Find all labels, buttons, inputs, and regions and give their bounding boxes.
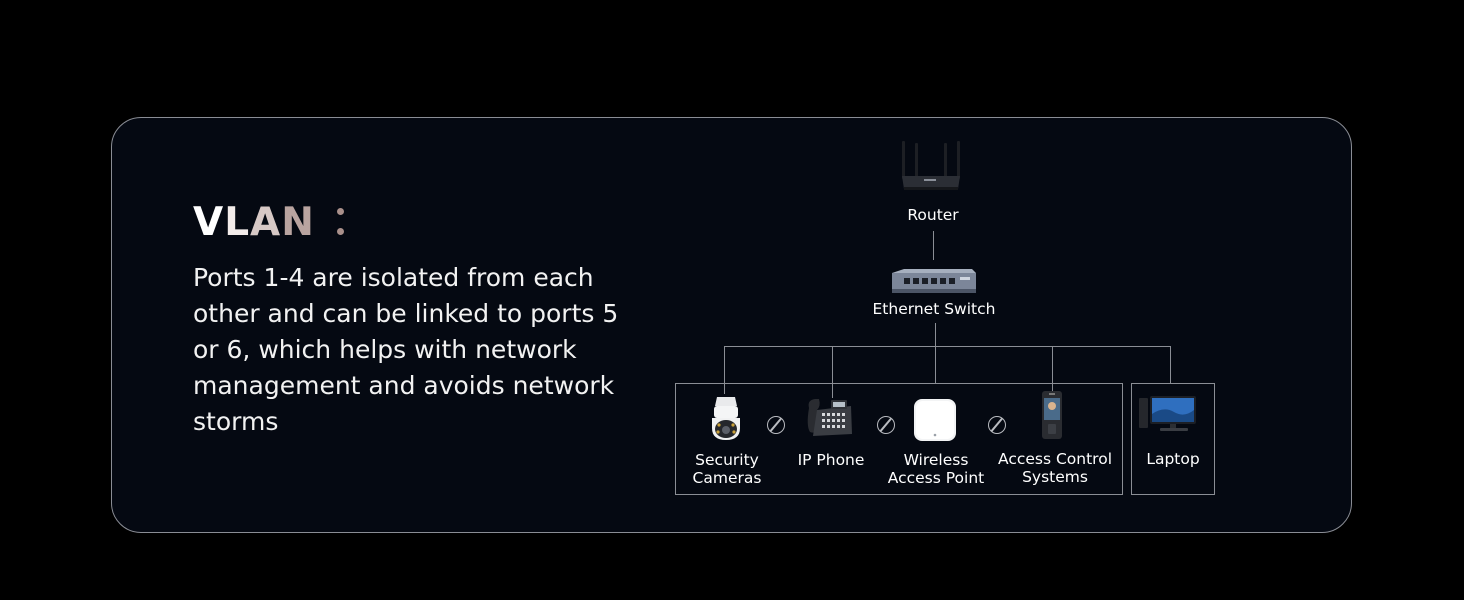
drop-line-access-control xyxy=(1052,346,1053,392)
ip-phone-icon xyxy=(807,399,852,436)
vlan-card xyxy=(111,117,1352,533)
security-camera-icon xyxy=(712,397,740,440)
wireless-access-point-icon xyxy=(914,399,956,441)
drop-line-laptop xyxy=(1170,346,1171,383)
ethernet-switch-icon xyxy=(892,269,976,293)
switch-trunk-line xyxy=(935,323,936,346)
no-link-icon xyxy=(877,416,895,434)
drop-line-cameras xyxy=(724,346,725,394)
laptop-port-group xyxy=(1131,383,1215,495)
distribution-bus-line xyxy=(724,346,1171,347)
switch-label: Ethernet Switch xyxy=(872,300,996,318)
router-icon xyxy=(902,141,960,190)
isolated-ports-group xyxy=(675,383,1123,495)
vlan-description: Ports 1-4 are isolated from each other a… xyxy=(193,263,619,436)
ip-phone-label: IP Phone xyxy=(797,451,865,469)
drop-line-phone xyxy=(832,346,833,398)
title-colon xyxy=(336,206,346,236)
access-control-icon xyxy=(1042,391,1062,439)
laptop-label: Laptop xyxy=(1146,450,1200,468)
laptop-icon xyxy=(1139,396,1196,431)
vlan-title: VLAN xyxy=(193,200,315,245)
router-label: Router xyxy=(907,206,959,224)
no-link-icon xyxy=(988,416,1006,434)
drop-line-access-point xyxy=(935,346,936,383)
router-switch-link xyxy=(933,231,934,260)
no-link-icon xyxy=(767,416,785,434)
